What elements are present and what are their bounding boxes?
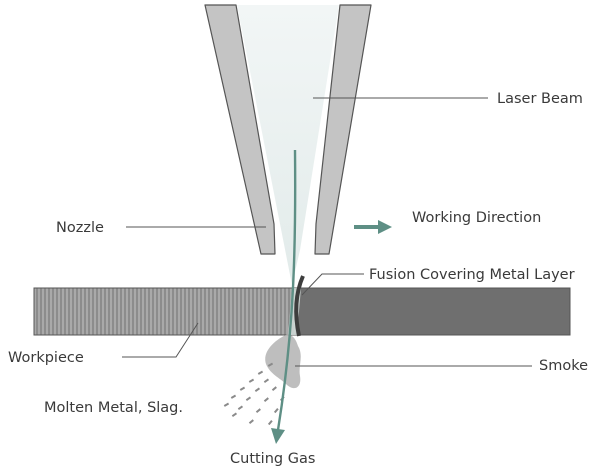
working-direction-label: Working Direction xyxy=(412,210,541,226)
laser-beam xyxy=(237,5,339,285)
nozzle-left-wall xyxy=(204,4,276,255)
workpiece xyxy=(33,287,571,336)
fusion-layer xyxy=(294,275,305,337)
cutting-gas-arrow xyxy=(271,149,297,444)
nozzle-label: Nozzle xyxy=(56,220,104,236)
smoke-label: Smoke xyxy=(539,358,588,374)
workpiece-label: Workpiece xyxy=(8,350,84,366)
smoke-cloud xyxy=(265,334,301,389)
fusion-layer-leader xyxy=(301,273,364,296)
fusion-layer-label: Fusion Covering Metal Layer xyxy=(369,267,575,283)
slag-droplets xyxy=(223,362,285,426)
working-direction-arrow xyxy=(354,220,392,234)
workpiece-leader xyxy=(122,322,199,358)
cutting-gas-label: Cutting Gas xyxy=(230,451,315,467)
molten-metal-label: Molten Metal, Slag. xyxy=(44,400,183,416)
laser-beam-label: Laser Beam xyxy=(497,91,583,107)
nozzle-right-wall xyxy=(314,4,372,255)
